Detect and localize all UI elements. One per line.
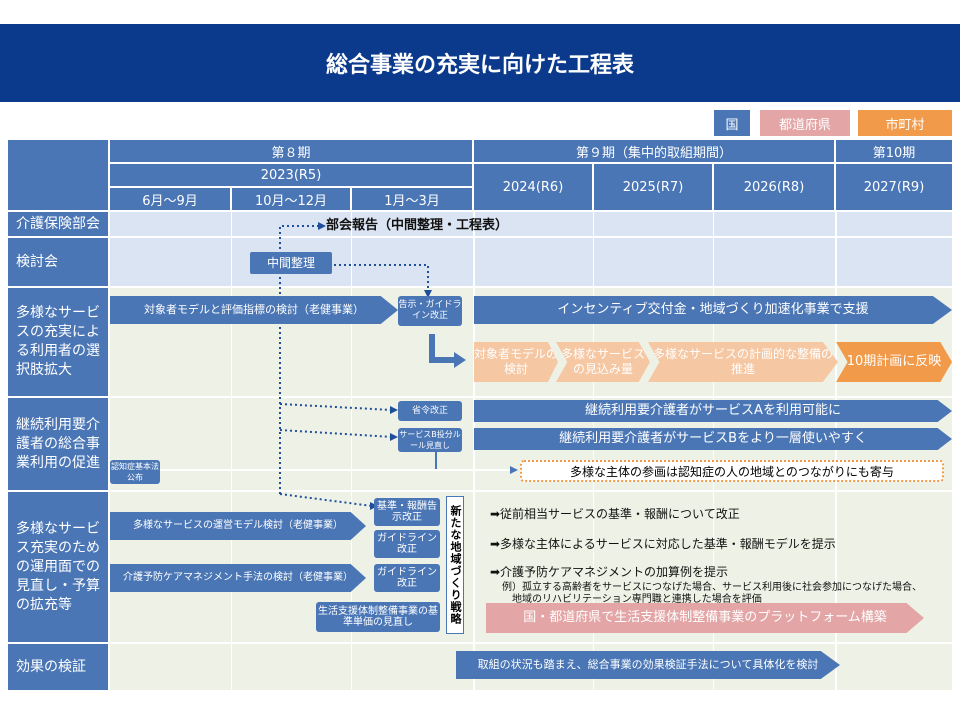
guide1-box: ガイドライン改正 (374, 530, 440, 558)
step-10ki: 10期計画に反映 (836, 342, 952, 382)
legend-todofuken: 都道府県 (760, 110, 850, 136)
shorei-box: 省令改正 (398, 401, 462, 421)
page-title: 総合事業の充実に向けた工程表 (0, 24, 960, 102)
grid-line (835, 212, 837, 690)
header-period10: 第10期 (836, 140, 952, 162)
chukan-seiri-box: 中間整理 (250, 252, 332, 274)
header-2026: 2026(R8) (714, 164, 834, 210)
legend-kuni: 国 (714, 110, 750, 136)
grid-line (593, 212, 594, 690)
unei-model-bar: 多様なサービスの運営モデル検討（老健事業） (110, 512, 366, 540)
header-period9: 第９期（集中的取組期間） (474, 140, 834, 162)
kokuji-guide-box: 告示・ガイドライン改正 (398, 296, 462, 326)
header-month-3: 1月～3月 (352, 188, 472, 210)
careplan-bar: 介護予防ケアマネジメント手法の検討（老健事業） (110, 564, 366, 592)
bukai-report-label: 部会報告（中間整理・工程表） (326, 218, 509, 233)
step-mikomi: 多様なサービスの見込み量 (556, 342, 650, 382)
kijun-hoshu-box: 基準・報酬告示改正 (374, 498, 440, 526)
grid-line (473, 212, 475, 690)
koka-bar: 取組の状況も踏まえ、総合事業の効果検証手法について具体化を検討 (456, 651, 840, 679)
legend-shichoson: 市町村 (858, 110, 952, 136)
step-seibi: 多様なサービスの計画的な整備の推進 (648, 342, 838, 382)
row-label-unyo: 多様なサービス充実のための運用面での見直し・予算の拡充等 (8, 492, 108, 642)
row-label-bukai: 介護保険部会 (8, 212, 108, 236)
grid-line (231, 212, 232, 690)
note-3-example-1: 例）孤立する高齢者をサービスにつなげた場合、サービス利用後に社会参加につなげた場… (502, 582, 922, 593)
tayo-shutai-note: 多様な主体の参画は認知症の人の地域とのつながりにも寄与 (520, 460, 944, 482)
keizoku-a-bar: 継続利用要介護者がサービスAを利用可能に (474, 400, 952, 422)
corner-cell (8, 140, 108, 210)
step-taisho-model: 対象者モデルの検討 (474, 342, 558, 382)
platform-bar: 国・都道府県で生活支援体制整備事業のプラットフォーム構築 (486, 603, 924, 633)
row-label-keizoku: 継続利用要介護者の総合事業利用の促進 (8, 398, 108, 490)
note-1: ➡従前相当サービスの基準・報酬について改正 (490, 507, 740, 521)
header-month-2: 10月～12月 (232, 188, 350, 210)
header-2023: 2023(R5) (110, 164, 472, 186)
header-2024: 2024(R6) (474, 164, 592, 210)
grid-line (351, 212, 352, 690)
row-label-koka: 効果の検証 (8, 644, 108, 690)
note-3-example-2: 地域のリハビリテーション専門職と連携した場合を評価 (512, 594, 762, 605)
guide2-box: ガイドライン改正 (374, 564, 440, 592)
grid-line (713, 212, 714, 690)
row-label-sentakushi: 多様なサービスの充実による利用者の選択肢拡大 (8, 288, 108, 396)
senryaku-box: 新たな地域づくり戦略 (446, 496, 464, 634)
note-3: ➡介護予防ケアマネジメントの加算例を提示 (490, 565, 729, 579)
seikatsu-box: 生活支援体制整備事業の基準単価の見直し (316, 602, 440, 632)
ninchisho-kihon-box: 認知症基本法公布 (110, 460, 160, 484)
header-period8: 第８期 (110, 140, 472, 162)
header-month-1: 6月～9月 (110, 188, 230, 210)
row-label-kentokai: 検討会 (8, 238, 108, 286)
incentive-bar: インセンティブ交付金・地域づくり加速化事業で支援 (474, 296, 952, 324)
taisho-model-bar: 対象者モデルと評価指標の検討（老健事業） (110, 296, 398, 324)
service-b-box: サービスB投分ルール見直し (398, 428, 462, 452)
header-2027: 2027(R9) (836, 164, 952, 210)
row-bg-bukai (110, 212, 952, 236)
note-2: ➡多様な主体によるサービスに対応した基準・報酬モデルを提示 (490, 537, 836, 551)
header-2025: 2025(R7) (594, 164, 712, 210)
keizoku-b-bar: 継続利用要介護者がサービスBをより一層使いやすく (474, 428, 952, 450)
